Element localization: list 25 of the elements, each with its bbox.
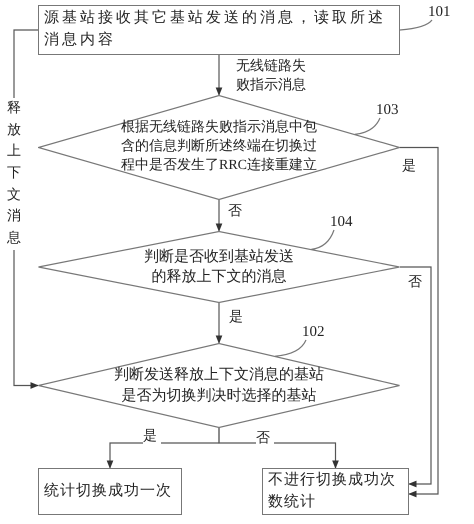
- arrow: [216, 200, 222, 232]
- decision-text: 根据无线链路失败指示消息中包含的信息判断所述终端在切换过程中是否发生了RRC连接重建立: [120, 119, 318, 175]
- process-box: [38, 5, 400, 55]
- process-box: [38, 468, 182, 515]
- callout-number: 102: [302, 324, 324, 340]
- process-text: 统计切换成功一次: [44, 482, 173, 501]
- callout-number: 101: [428, 4, 450, 20]
- arrow: [400, 266, 432, 488]
- callout-number: 103: [376, 102, 398, 118]
- decision-text: 判断是否收到基站发送的释放上下文的消息: [143, 248, 295, 287]
- arrow: [216, 55, 222, 96]
- decision-text: 判断发送释放上下文消息的基站是否为切换判决时选择的基站: [113, 366, 325, 406]
- leader-line: [275, 340, 307, 357]
- callout-number: 104: [330, 214, 352, 230]
- process-box: [262, 468, 409, 515]
- process-text: 不进行切换成功次数统计: [268, 470, 397, 512]
- arrow: [218, 428, 339, 469]
- arrow: [216, 303, 222, 344]
- leader-line: [400, 20, 432, 31]
- process-text: 源基站接收其它基站发送的消息，读取所述消息内容: [44, 8, 387, 50]
- edge-label: 是: [143, 428, 161, 447]
- edge-label: 释放上下文消息: [6, 98, 22, 250]
- arrow: [400, 146, 439, 498]
- leader-line: [354, 118, 381, 135]
- leader-line: [311, 230, 335, 250]
